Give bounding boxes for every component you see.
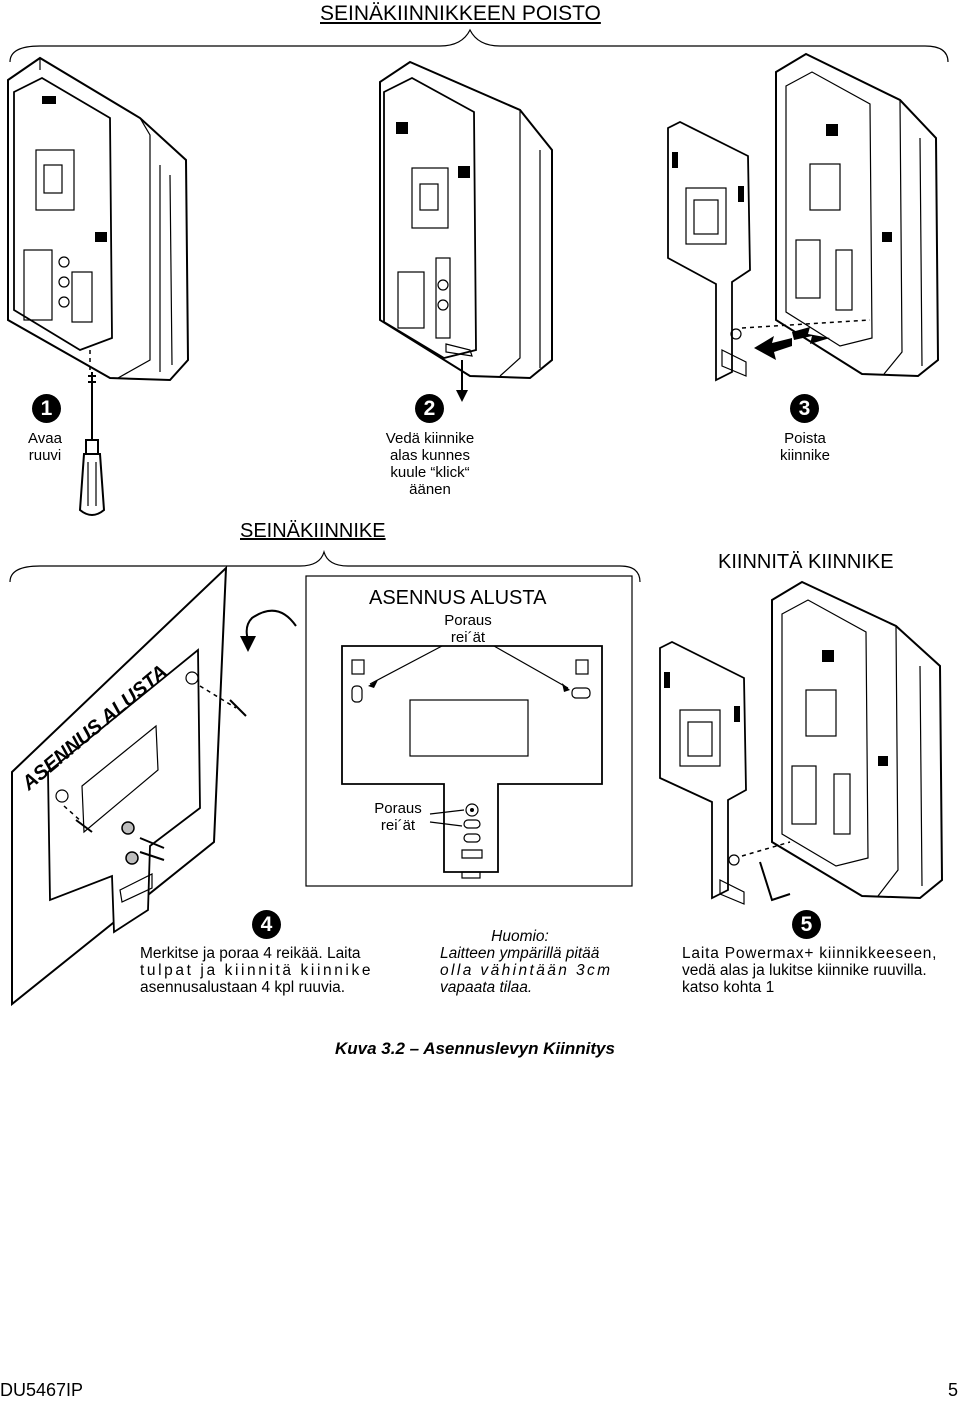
mount-brace bbox=[9, 549, 641, 583]
drill-top-line: rei´ät bbox=[450, 629, 486, 646]
footer-page-number: 5 bbox=[947, 1380, 958, 1400]
drill-top-line: Poraus bbox=[444, 612, 492, 629]
step-badge-3: 3 bbox=[790, 394, 819, 423]
step-2-line: äänen bbox=[409, 481, 451, 498]
section-header-mount: SEINÄKIINNIKE bbox=[240, 520, 386, 542]
title-brace bbox=[9, 28, 949, 63]
step-3-text: Poista kiinnike bbox=[765, 430, 845, 464]
note-line: Laitteen ympärillä pitää bbox=[440, 945, 600, 962]
wall-mounting bbox=[11, 565, 247, 1007]
step-1-line: Avaa bbox=[28, 430, 62, 447]
step-5-line: vedä alas ja lukitse kiinnike ruuvilla. bbox=[682, 962, 927, 979]
figure-caption: Kuva 3.2 – Asennuslevyn Kiinnitys bbox=[335, 1039, 615, 1058]
note-line: vapaata tilaa. bbox=[440, 979, 533, 996]
step-2-line: Vedä kiinnike bbox=[385, 430, 475, 447]
plate-diagram bbox=[305, 575, 633, 887]
note-title: Huomio: bbox=[491, 928, 549, 945]
rotate-arrow bbox=[240, 609, 297, 652]
note-line: olla vähintään 3cm bbox=[440, 962, 613, 979]
drill-bottom-line: rei´ät bbox=[380, 817, 416, 834]
step-2-line: alas kunnes bbox=[389, 447, 471, 464]
footer-doc-id: DU5467IP bbox=[0, 1380, 84, 1400]
screwdriver bbox=[78, 372, 106, 516]
step-5-text: Laita Powermax+ kiinnikkeeseen, vedä ala… bbox=[682, 945, 958, 996]
step-badge-2: 2 bbox=[415, 394, 444, 423]
step-1-line: ruuvi bbox=[28, 447, 62, 464]
step-badge-4: 4 bbox=[252, 910, 281, 939]
step-3-line: Poista bbox=[784, 430, 826, 447]
device-step-3 bbox=[667, 52, 940, 382]
page-title: SEINÄKIINNIKKEEN POISTO bbox=[320, 2, 601, 25]
drill-bottom-line: Poraus bbox=[374, 800, 422, 817]
device-step-5 bbox=[659, 580, 944, 905]
plate-title: ASENNUS ALUSTA bbox=[369, 587, 547, 609]
step-badge-5: 5 bbox=[792, 910, 821, 939]
step-3-line: kiinnike bbox=[779, 447, 831, 464]
step-2-text: Vedä kiinnike alas kunnes kuule “klick“ … bbox=[360, 430, 500, 498]
step-badge-1: 1 bbox=[32, 394, 61, 423]
note: Huomio: Laitteen ympärillä pitää olla vä… bbox=[440, 928, 640, 996]
step-4-line: Merkitse ja poraa 4 reikää. Laita bbox=[140, 945, 361, 962]
step-4-text: Merkitse ja poraa 4 reikää. Laita tulpat… bbox=[140, 945, 402, 996]
step-5-line: Laita Powermax+ kiinnikkeeseen, bbox=[682, 945, 938, 962]
step-1-text: Avaa ruuvi bbox=[10, 430, 80, 464]
section-header-attach: KIINNITÄ KIINNIKE bbox=[718, 551, 894, 573]
step-5-line: katso kohta 1 bbox=[682, 979, 775, 996]
step-2-line: kuule “klick“ bbox=[390, 464, 470, 481]
device-step-2 bbox=[379, 60, 553, 402]
step-4-line: asennusalustaan 4 kpl ruuvia. bbox=[140, 979, 346, 996]
drill-holes-bottom-label: Poraus rei´ät bbox=[360, 800, 436, 834]
drill-holes-top-label: Poraus rei´ät bbox=[430, 612, 506, 646]
step-4-line: tulpat ja kiinnitä kiinnike bbox=[140, 962, 374, 979]
device-step-1 bbox=[7, 56, 190, 382]
